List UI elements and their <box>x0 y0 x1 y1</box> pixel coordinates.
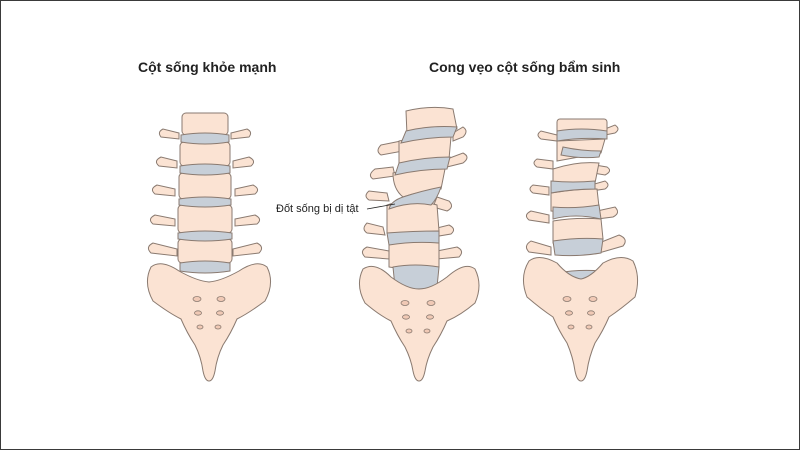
transverse-processes <box>525 124 626 256</box>
title-congenital-scoliosis: Cong vẹo cột sống bẩm sinh <box>429 59 621 75</box>
intervertebral-discs <box>386 126 458 290</box>
pointer-line <box>366 203 396 210</box>
deformed-spine-middle <box>359 106 480 382</box>
title-healthy-spine: Cột sống khỏe mạnh <box>138 59 277 75</box>
sacrum-pelvis <box>359 265 480 382</box>
sacral-foramina <box>400 300 436 334</box>
label-deformed-vertebra: Đốt sống bị dị tật <box>276 203 359 215</box>
deformed-spine-right <box>523 118 639 382</box>
sacrum-pelvis <box>147 263 271 382</box>
intervertebral-discs <box>177 132 233 274</box>
transverse-processes <box>147 128 263 257</box>
sacral-foramina <box>562 296 598 330</box>
sacral-foramina <box>192 296 226 330</box>
healthy-spine <box>147 112 271 382</box>
sacrum-pelvis <box>523 257 639 382</box>
vertebral-bodies <box>177 112 233 264</box>
